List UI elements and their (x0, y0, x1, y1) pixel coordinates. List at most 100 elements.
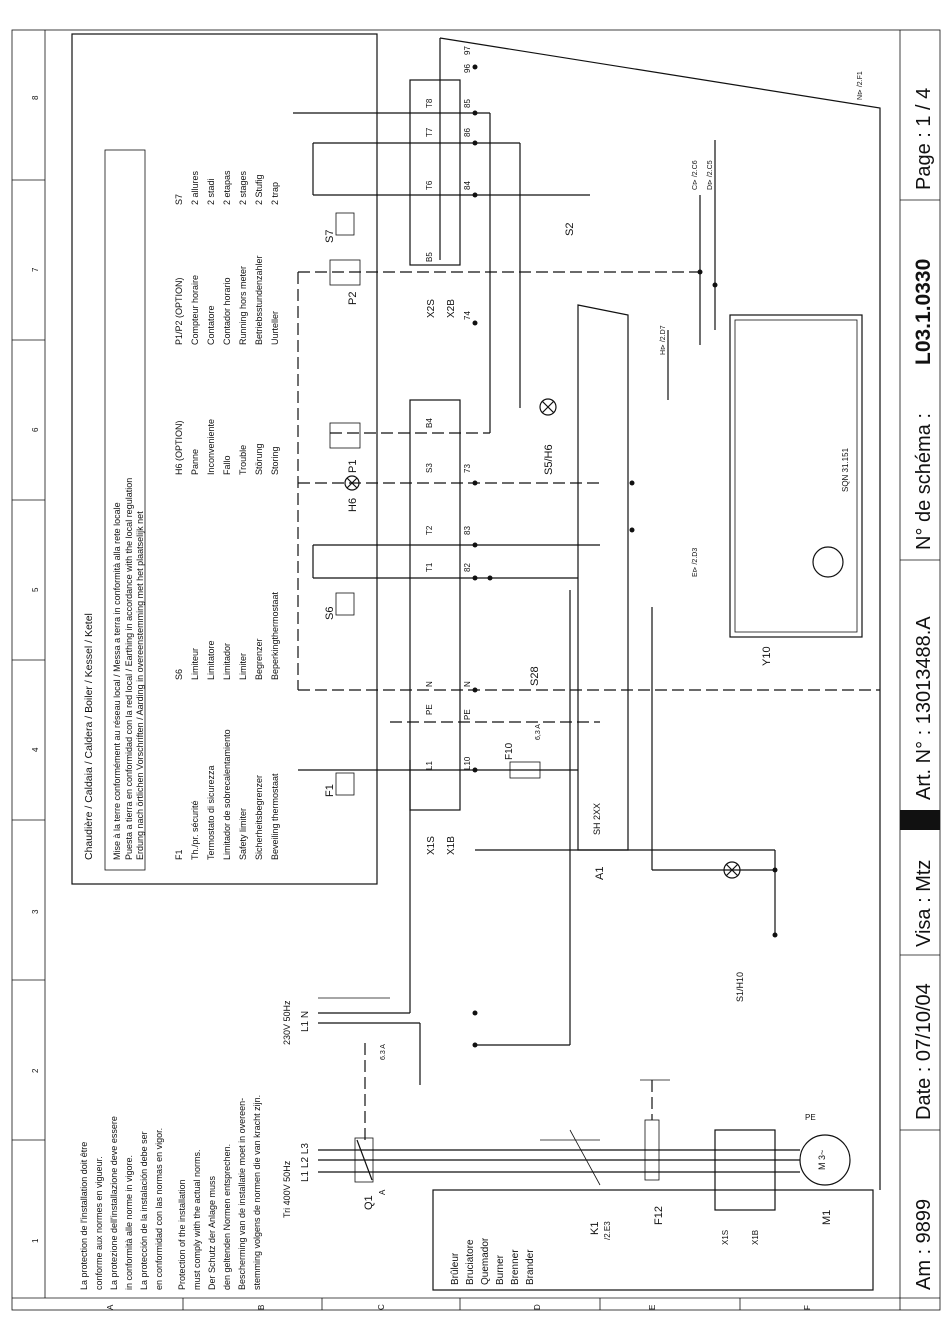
protection-note-line: Der Schutz der Anlage muss (207, 1175, 217, 1290)
s5h6-label: S5/H6 (543, 444, 555, 475)
p2-counter: P2 (329, 259, 361, 305)
cross-references: N⊳ /2.F1 C⊳ /2.C6 D⊳ /2.C5 H⊳ /2.D7 E⊳ /… (660, 71, 864, 577)
s6-label: S6 (324, 607, 336, 620)
protection-note-line: La protección de la instalación debe ser (139, 1131, 149, 1290)
h6-label: H6 (347, 498, 359, 512)
legend-s6-line: Limitatore (206, 640, 216, 680)
legend-s6-line: Beperkingthermostaat (270, 591, 280, 680)
burner-name: Brûleur (450, 1252, 461, 1285)
legend-s7-line: 2 stadi (206, 178, 216, 205)
grid-col-ticks (12, 179, 45, 1141)
legend-h6-line: Storing (270, 446, 280, 475)
m1-pe: PE (805, 1113, 816, 1122)
grid-row-f: F (803, 1305, 812, 1310)
s7-switch: S7 (324, 212, 355, 243)
x2b-label: X2B (446, 299, 457, 318)
s1h10-switch: S1/H10 (723, 861, 745, 1002)
title-schema-number: L03.1.0330 (912, 259, 935, 365)
protection-note-line: Bescherming van de installatie moet in o… (237, 1098, 247, 1290)
grid-row-e: E (648, 1305, 657, 1310)
three-phase-lines (318, 1149, 800, 1173)
grid-col-2: 2 (31, 1068, 40, 1073)
title-art: Art. N° : 13013488.A (913, 616, 935, 800)
supply-l1n: L1 N (300, 1011, 311, 1032)
q1-a: A (378, 1189, 387, 1195)
grid-row-c: C (377, 1304, 386, 1310)
legend-p1p2-line: Betriebsstundenzahler (254, 255, 264, 345)
legend-h6-line: Trouble (238, 445, 248, 475)
f10-label: F10 (504, 742, 515, 760)
k1-ref: /2.E3 (603, 1221, 612, 1240)
f12-overload: F12 (640, 1079, 670, 1225)
legend-s7-line: 2 etapas (222, 170, 232, 205)
legend-box: Chaudière / Caldaia / Caldera / Boiler /… (71, 33, 378, 885)
f12-label: F12 (653, 1206, 665, 1225)
s5h6-lamp: S5/H6 (539, 398, 557, 475)
ref-c: C⊳ /2.C6 (692, 160, 699, 190)
burner-name: Brander (525, 1249, 536, 1285)
p2-label: P2 (347, 292, 359, 305)
x2-wire: 85 (463, 99, 472, 108)
a1-controller: A1 SH 2XX (577, 304, 629, 880)
h6-p1: H6 P1 (329, 422, 361, 512)
title-visa: Visa : Mtz (913, 860, 935, 947)
x1-term: B4 (425, 418, 434, 428)
burner-name: Brenner (510, 1249, 521, 1285)
legend-f1-line: Sicherheitsbegrenzer (254, 775, 264, 860)
ref-f1: N⊳ /2.F1 (857, 71, 864, 100)
legend-s7-line: 2 allures (190, 170, 200, 205)
sqn-label: SQN 31.151 (841, 447, 850, 492)
x2-wire: 74 (463, 311, 472, 320)
legend-f1-line: Safety limiter (238, 808, 248, 860)
ref-e: E⊳ /2.D3 (692, 548, 699, 577)
legend-h6-title: H6 (OPTION) (174, 420, 184, 475)
legend-s7-line: 2 trap (270, 182, 280, 205)
m1-x1b: X1B (751, 1230, 760, 1245)
grid-col-6: 6 (31, 427, 40, 432)
x1-term: T2 (425, 525, 434, 535)
grid-row-a: A (106, 1304, 115, 1310)
title-page: Page : 1 / 4 (913, 88, 935, 190)
legend-p1p2-line: Uurteller (270, 311, 280, 345)
x2-term: T8 (425, 98, 434, 108)
x1s-label: X1S (426, 836, 437, 855)
legend-h6-line: Störung (254, 443, 264, 475)
legend-s6-line: Begrenzer (254, 638, 264, 680)
burner-boundary (439, 37, 881, 1190)
k1-label: K1 (589, 1222, 601, 1235)
s1h10-label: S1/H10 (735, 972, 745, 1002)
legend-f1-line: Termostato di sicurezza (206, 765, 216, 860)
single-phase-lines: 6.3 A (318, 760, 421, 1085)
protection-note-line: La protezione dell'installazione deve es… (109, 1116, 119, 1290)
x1-term: S3 (425, 463, 434, 473)
fuse-6a: 6.3 A (380, 1044, 387, 1060)
legend-s6-line: Limiter (238, 653, 248, 680)
legend-earth-3: Erdung nach örtlichen Vorschriften / Aar… (135, 511, 145, 860)
legend-f1-line: Beveiling thermostaat (270, 773, 280, 860)
a1-label: A1 (594, 867, 606, 880)
k1-contactor: K1 /2.E3 (540, 1129, 612, 1240)
x1b-label: X1B (446, 836, 457, 855)
title-date: Date : 07/10/04 (913, 983, 935, 1120)
grid-col-1: 1 (31, 1238, 40, 1243)
x1-wire: L10 (463, 756, 472, 770)
supply-tri: Tri 400V 50Hz (282, 1160, 292, 1218)
legend-f1-line: Limitador de sobrecalentamiento (222, 729, 232, 860)
title-schema-label: N° de schéma : (913, 413, 935, 550)
x2s-label: X2S (426, 299, 437, 318)
grid-col-5: 5 (31, 587, 40, 592)
legend-p1p2-line: Compteur horaire (190, 275, 200, 345)
f10-fuse: F10 6,3 A (504, 724, 542, 779)
q1-label: Q1 (363, 1195, 375, 1210)
legend-s7-line: 2 Stufig (254, 174, 264, 205)
m1-label: M1 (821, 1210, 833, 1225)
title-block: Am : 9899 Date : 07/10/04 Visa : Mtz Art… (900, 88, 940, 1290)
interconnect-wires (475, 113, 776, 1046)
x2-wire: 86 (463, 128, 472, 137)
legend-s6-line: Limitador (222, 643, 232, 680)
title-black-bar (900, 810, 940, 830)
x1-terminal-strip: X1S X1B (409, 399, 461, 855)
m1-m3: M 3~ (817, 1150, 827, 1170)
f10-rating: 6,3 A (535, 724, 542, 740)
